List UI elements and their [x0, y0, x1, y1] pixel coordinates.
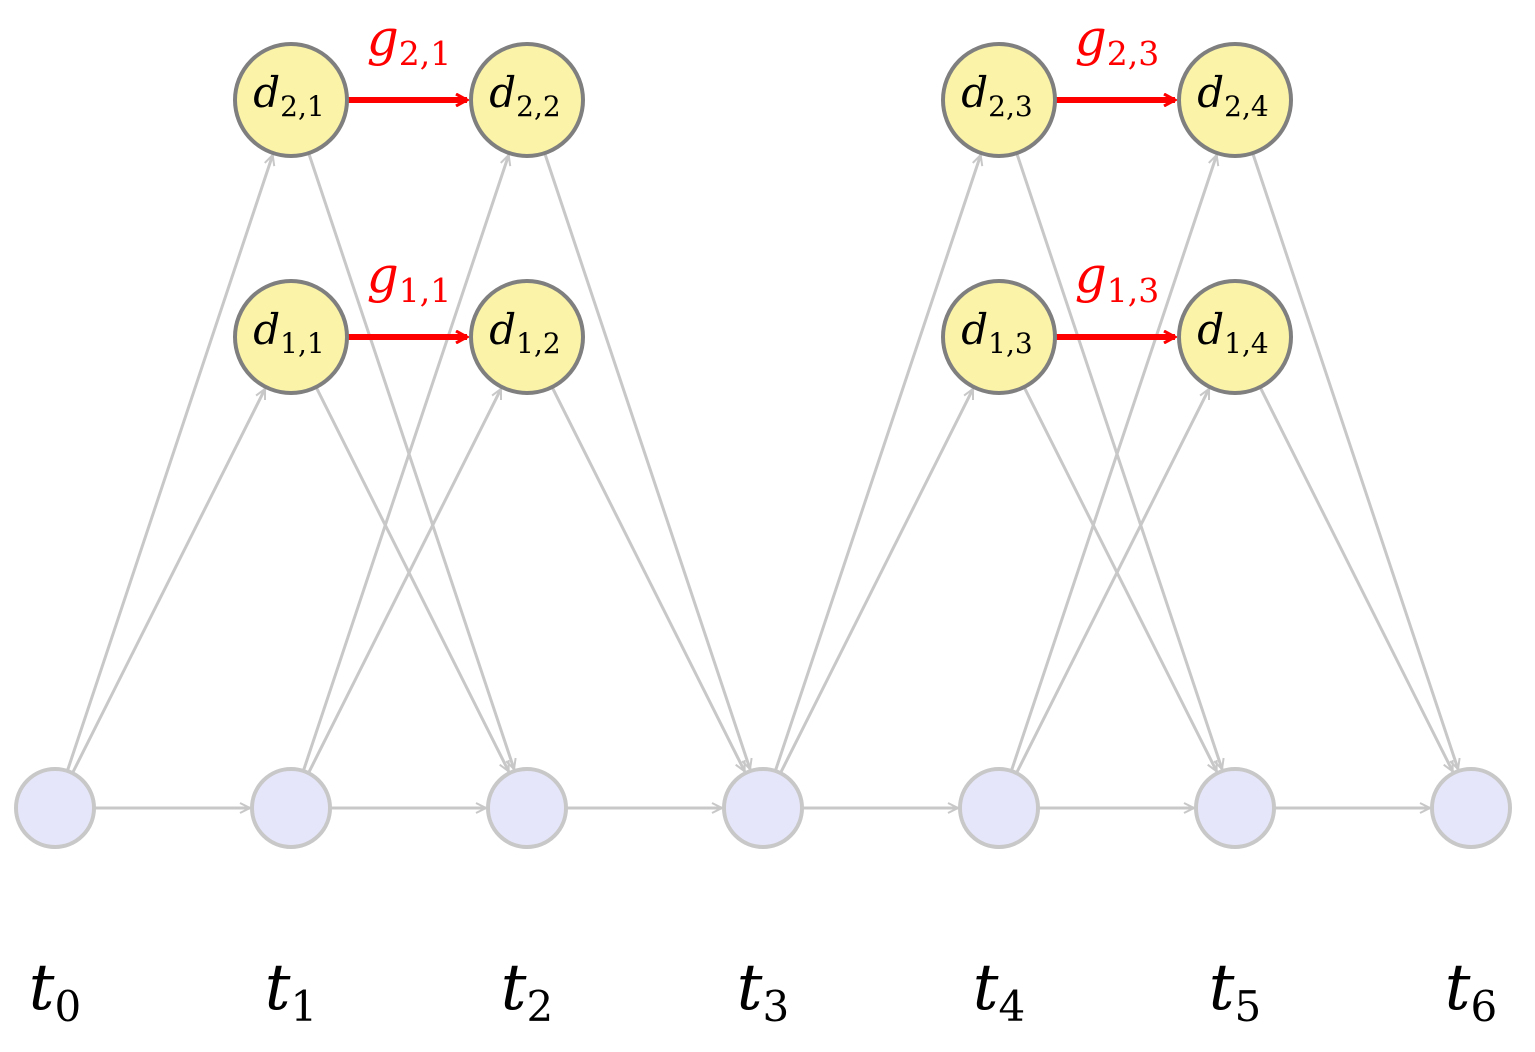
time-label-t2: t2: [501, 951, 553, 1032]
time-node-t5: [1194, 767, 1276, 849]
time-label-t1: t1: [265, 951, 317, 1032]
edge-t0-d21: [65, 155, 272, 772]
decision-node-d12: [469, 279, 585, 395]
time-node-t3: [722, 767, 804, 849]
red-edge-layer: g2,1 g1,1 g2,3 g1,3: [347, 9, 1175, 337]
decision-label-d23: d2,3: [961, 68, 1032, 123]
time-label-t4: t4: [973, 951, 1025, 1032]
edge-t4-d14: [1015, 389, 1211, 774]
decision-node-d23: [941, 42, 1057, 158]
decision-node-d11: [233, 279, 349, 395]
decision-label-d21: d2,1: [253, 68, 324, 123]
edge-d21-t2: [307, 152, 514, 769]
edge-d22-t3: [543, 152, 750, 769]
decision-label-d13: d1,3: [961, 305, 1032, 360]
edge-d14-t6: [1258, 386, 1454, 771]
edge-d13-t5: [1022, 386, 1218, 771]
g-label-2-1: g2,1: [367, 9, 452, 73]
gray-edge-layer: [65, 152, 1458, 808]
decision-label-d22: d2,2: [489, 68, 560, 123]
time-label-t3: t3: [737, 951, 789, 1032]
time-node-t6: [1430, 767, 1512, 849]
edge-t3-d13: [779, 389, 975, 774]
time-node-t2: [486, 767, 568, 849]
edge-t1-d12: [307, 389, 503, 774]
time-node-t1: [250, 767, 332, 849]
decision-node-d21: [233, 42, 349, 158]
time-node-t4: [958, 767, 1040, 849]
decision-label-d24: d2,4: [1197, 68, 1268, 123]
edge-t4-d24: [1009, 155, 1216, 772]
decision-node-d13: [941, 279, 1057, 395]
g-label-1-3: g1,3: [1075, 246, 1160, 310]
decision-node-d24: [1177, 42, 1293, 158]
decision-label-d11: d1,1: [253, 305, 324, 360]
time-label-t6: t6: [1445, 951, 1497, 1032]
decision-label-d12: d1,2: [489, 305, 560, 360]
edge-d11-t2: [314, 386, 510, 771]
g-label-1-1: g1,1: [367, 246, 452, 310]
edge-d24-t6: [1251, 152, 1458, 769]
time-label-t0: t0: [29, 951, 81, 1032]
time-label-layer: t0 t1 t2 t3 t4 t5 t6: [29, 951, 1497, 1032]
edge-d12-t3: [550, 386, 746, 771]
decision-label-d14: d1,4: [1197, 305, 1268, 360]
edge-t3-d23: [773, 155, 980, 772]
edge-t0-d11: [71, 389, 267, 774]
g-label-2-3: g2,3: [1075, 9, 1160, 73]
edge-t1-d22: [301, 155, 508, 772]
decision-node-d22: [469, 42, 585, 158]
edge-d23-t5: [1015, 152, 1222, 769]
time-node-t0: [14, 767, 96, 849]
decision-node-d14: [1177, 279, 1293, 395]
node-layer: d2,1 d2,2 d1,1 d1,2 d2,3 d2,4 d1,3 d1,4: [14, 42, 1512, 849]
time-label-t5: t5: [1209, 951, 1261, 1032]
